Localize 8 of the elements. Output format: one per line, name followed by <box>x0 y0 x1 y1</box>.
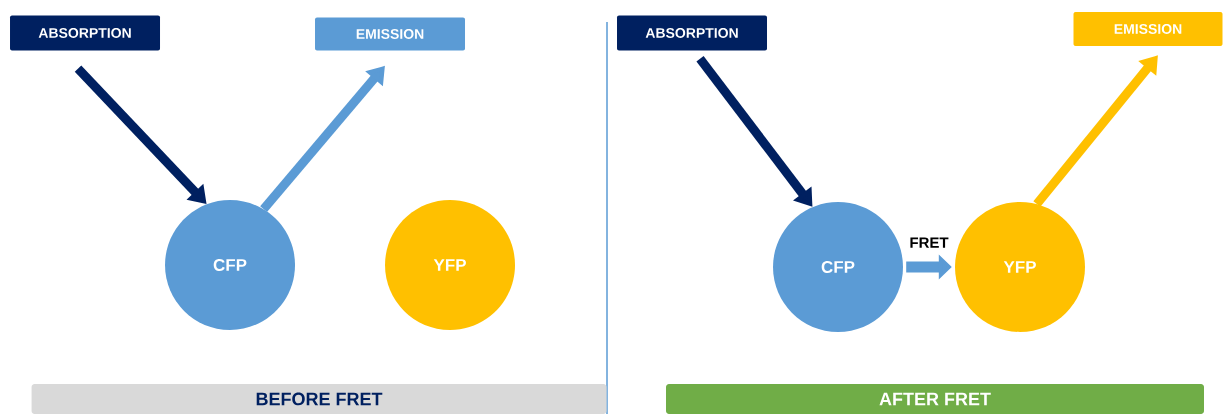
block-arrow <box>74 65 207 204</box>
label-box: ABSORPTION <box>617 15 767 51</box>
label-box: EMISSION <box>315 17 465 51</box>
label-box: EMISSION <box>1073 12 1223 46</box>
caption-bar: BEFORE FRET <box>31 384 607 414</box>
label-box: ABSORPTION <box>10 15 160 51</box>
caption-bar: AFTER FRET <box>666 384 1204 414</box>
edge-label: FRET <box>908 236 950 249</box>
